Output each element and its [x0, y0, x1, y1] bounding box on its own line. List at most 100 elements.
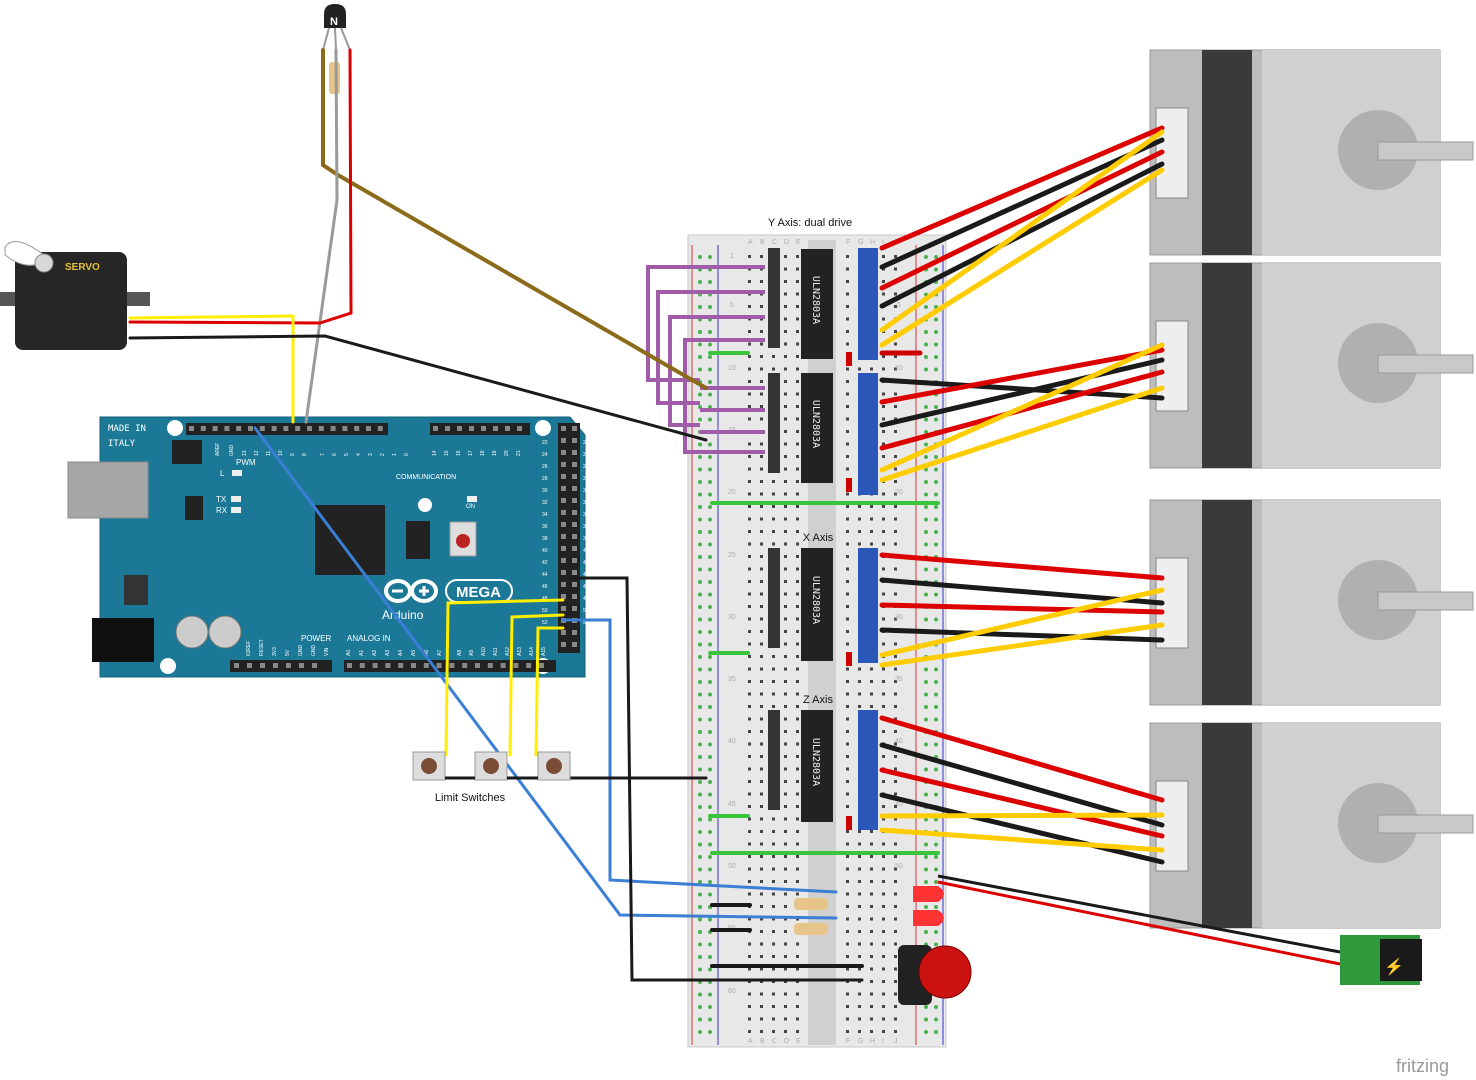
rail-hole	[934, 692, 938, 697]
reset-button-cap[interactable]	[456, 534, 470, 548]
switch-button[interactable]	[483, 758, 499, 774]
reset-pushbutton[interactable]	[898, 945, 972, 1005]
header-pin	[342, 426, 348, 431]
led-icon	[913, 886, 944, 902]
breadboard-hole	[748, 792, 751, 796]
rail-hole	[708, 867, 712, 872]
header-pin-label: 34	[542, 512, 548, 518]
rail-hole	[698, 667, 702, 672]
rail-hole	[708, 917, 712, 922]
rail-hole	[698, 442, 702, 447]
breadboard-hole	[748, 417, 751, 421]
digital-pin-label: 6	[332, 453, 338, 456]
breadboard-hole	[858, 842, 861, 846]
breadboard-hole	[784, 580, 787, 583]
rail-hole	[698, 1005, 702, 1009]
header-pin	[247, 663, 252, 668]
breadboard-hole	[772, 930, 775, 933]
header-pin-label: 32	[542, 500, 548, 506]
row-number: 5	[897, 302, 901, 309]
transistor-label: N	[330, 16, 338, 28]
breadboard-hole	[894, 255, 897, 258]
breadboard-hole	[882, 317, 885, 321]
motor-wire-black	[879, 137, 1165, 270]
breadboard-hole	[882, 930, 885, 933]
breadboard-hole	[796, 355, 799, 358]
breadboard-hole	[870, 980, 873, 983]
breadboard-hole	[894, 767, 897, 771]
breadboard-hole	[894, 880, 897, 883]
rail-hole	[708, 492, 712, 497]
motor-wire-red	[879, 347, 1165, 405]
rail-hole	[924, 530, 928, 534]
header-pin	[572, 450, 577, 455]
breadboard-hole	[760, 680, 763, 683]
rail-hole	[708, 630, 712, 634]
breadboard-hole	[796, 342, 799, 346]
breadboard-hole	[894, 1017, 897, 1021]
row-number: 25	[728, 552, 736, 559]
motor-wire-red	[879, 602, 1165, 615]
row-number: 35	[728, 676, 736, 683]
header-pin	[561, 630, 566, 635]
rail-hole	[934, 355, 938, 359]
breadboard-hole	[870, 1017, 873, 1021]
motor-wire-yellow	[879, 812, 1165, 819]
breadboard-hole	[846, 892, 849, 896]
breadboard-hole	[784, 855, 787, 858]
breadboard-hole	[772, 667, 775, 671]
breadboard-hole	[894, 305, 897, 308]
header-pin-label: 28	[542, 476, 548, 482]
breadboard-hole	[882, 492, 885, 496]
breadboard-hole	[784, 792, 787, 796]
breadboard-hole	[858, 692, 861, 696]
breadboard-hole	[894, 1005, 897, 1008]
column-letters-right: F	[846, 1038, 850, 1045]
italy-label: ITALY	[108, 439, 136, 449]
breadboard-hole	[760, 392, 763, 396]
header-pin	[271, 426, 277, 431]
breadboard-hole	[784, 455, 787, 458]
header-pin	[330, 426, 336, 431]
breadboard-hole	[882, 842, 885, 846]
reset-button[interactable]	[449, 521, 477, 557]
breadboard-hole	[858, 1030, 861, 1033]
switch-button[interactable]	[546, 758, 562, 774]
rail-hole	[934, 505, 938, 509]
switch-button[interactable]	[421, 758, 437, 774]
mount-hole	[535, 420, 551, 436]
rail-hole	[934, 480, 938, 484]
breadboard-hole	[772, 1017, 775, 1021]
breadboard-hole	[858, 705, 861, 708]
breadboard-hole	[882, 855, 885, 858]
limit-switch-3[interactable]	[537, 751, 571, 781]
header-pin	[318, 426, 324, 431]
rail-hole	[924, 767, 928, 772]
breadboard-hole	[894, 730, 897, 733]
breadboard-hole	[882, 992, 885, 996]
motor-wire-yellow	[879, 587, 1165, 658]
limit-switch-1[interactable]	[412, 751, 446, 781]
breadboard-hole	[882, 567, 885, 571]
digital-pin-label: 3	[368, 453, 374, 456]
header-pin	[273, 663, 278, 668]
breadboard-hole	[894, 842, 897, 846]
breadboard-hole	[772, 530, 775, 533]
breadboard-hole	[760, 455, 763, 458]
pushbutton-cap[interactable]	[918, 945, 972, 999]
breadboard-hole	[870, 367, 873, 371]
breadboard-hole	[894, 455, 897, 458]
limit-switch-2[interactable]	[474, 751, 508, 781]
breadboard-hole	[784, 492, 787, 496]
power-label: POWER	[301, 634, 331, 643]
breadboard-hole	[760, 930, 763, 933]
breadboard-hole	[748, 555, 751, 558]
breadboard-hole	[784, 555, 787, 558]
breadboard-hole	[882, 592, 885, 596]
header-pin-label: 26	[542, 464, 548, 470]
rail-hole	[708, 530, 712, 534]
rail-hole	[698, 717, 702, 722]
breadboard-hole	[894, 492, 897, 496]
header-pin	[561, 426, 566, 431]
header-pin	[572, 606, 577, 611]
